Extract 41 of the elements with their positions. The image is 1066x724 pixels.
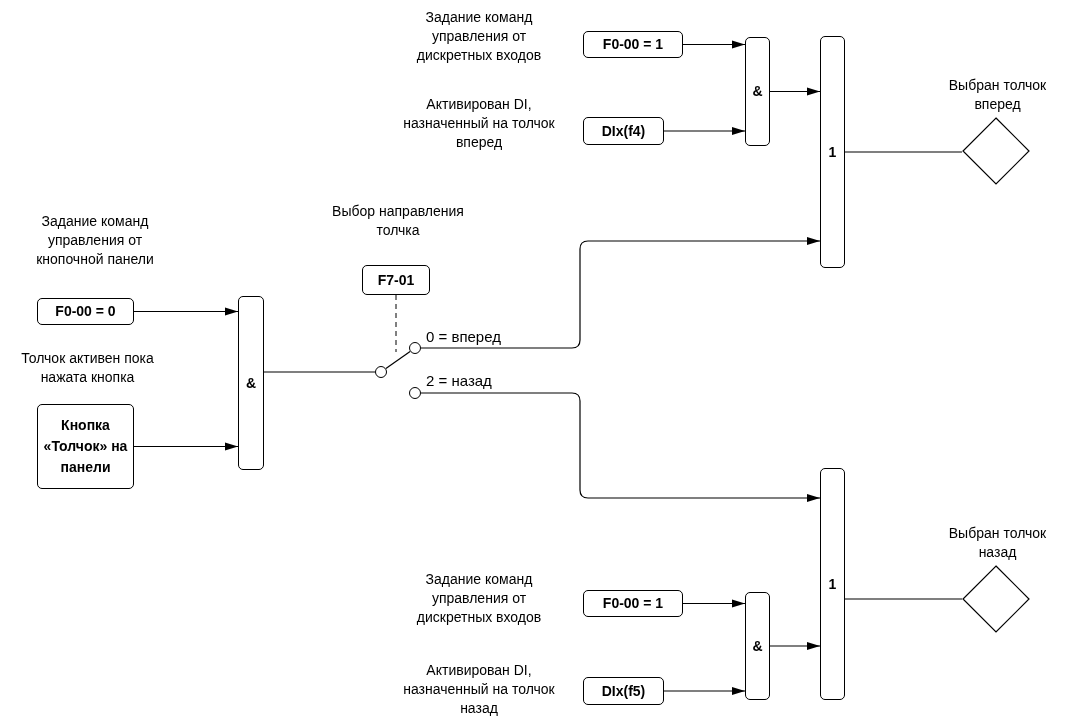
output-diamond [962, 117, 1030, 185]
logic-gate: & [745, 592, 770, 700]
caption-text: Выбран толчок вперед [947, 76, 1048, 114]
arrow [769, 87, 821, 96]
caption-text: Активирован DI, назначенный на толчок назад [403, 661, 555, 718]
arrow [682, 599, 746, 608]
parameter-box: Кнопка «Толчок» на панели [37, 404, 134, 489]
logic-gate: 1 [820, 36, 845, 268]
switch-contact [409, 342, 421, 354]
arrow [133, 307, 239, 316]
switch-contact [375, 366, 387, 378]
arrow [133, 442, 239, 451]
parameter-box: F0-00 = 0 [37, 298, 134, 325]
logic-gate: 1 [820, 468, 845, 700]
arrow [420, 237, 821, 349]
arrow [682, 40, 746, 49]
line [844, 598, 963, 600]
caption-text: Задание команд управления от дискретных входов [415, 570, 543, 627]
logic-gate: & [745, 37, 770, 146]
parameter-box: F7-01 [362, 265, 430, 295]
parameter-box: F0-00 = 1 [583, 590, 683, 617]
caption-text: Выбран толчок назад [947, 524, 1048, 562]
line [385, 350, 411, 370]
line [844, 151, 963, 153]
caption-text: Активирован DI, назначенный на толчок вперед [403, 95, 555, 152]
caption-text: Толчок активен пока нажата кнопка [20, 349, 155, 387]
parameter-box: DIx(f4) [583, 117, 664, 145]
output-diamond [962, 565, 1030, 633]
arrow [769, 642, 821, 650]
arrow [420, 392, 821, 502]
switch-contact [409, 387, 421, 399]
caption-text: Задание команд управления от дискретных входов [415, 8, 543, 65]
dashed-line [395, 294, 397, 353]
arrow [663, 127, 746, 135]
parameter-box: DIx(f5) [583, 677, 664, 705]
arrow [663, 687, 746, 695]
parameter-box: F0-00 = 1 [583, 31, 683, 58]
caption-text: Задание команд управления от кнопочной панели [35, 212, 155, 269]
line [263, 371, 376, 373]
caption-text: Выбор направления толчка [331, 202, 465, 240]
logic-gate: & [238, 296, 264, 470]
